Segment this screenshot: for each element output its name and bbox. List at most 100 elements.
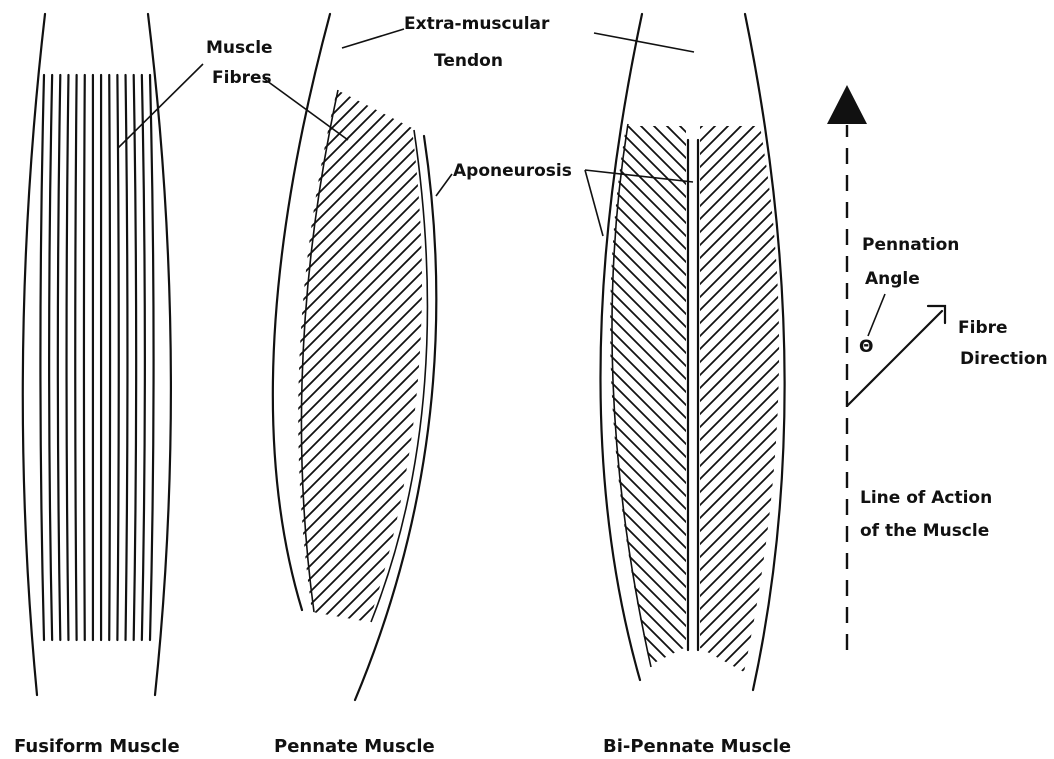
bipennate-fibre-left [355, 100, 975, 720]
label-tendon-line2: Tendon [434, 51, 503, 71]
pennate-fibre [215, 0, 915, 700]
bipennate-fibre-left [95, 100, 715, 720]
pennate-fibre [0, 0, 213, 700]
bipennate-fibre-left [56, 100, 676, 720]
bipennate-fibre-left [745, 100, 1054, 720]
fusiform-fibre [117, 75, 118, 640]
leader-tendon-left [342, 29, 404, 48]
fusiform-fibre [67, 75, 69, 640]
bipennate-fibre-left [0, 100, 533, 720]
pennate-tendon-left-inner [301, 90, 338, 612]
pennate-fibre [124, 0, 824, 700]
bipennate-fibre-right [407, 100, 1027, 720]
bipennate-fibre-left [82, 100, 702, 720]
fusiform-outline-left [23, 14, 45, 695]
pennate-fibre [163, 0, 863, 700]
line-of-action-arrowhead [827, 85, 867, 124]
bipennate-fibre-left [0, 100, 520, 720]
pennate-fibre [0, 0, 538, 700]
bipennate-fibre-right [784, 100, 1054, 720]
pennate-fibre [137, 0, 837, 700]
fusiform-muscle [23, 14, 171, 695]
pennate-fibre [0, 0, 473, 700]
pennate-fibre [0, 0, 226, 700]
pennate-fibre [228, 0, 928, 700]
bipennate-fibre-left [368, 100, 988, 720]
bipennate-fibre-right [420, 100, 1040, 720]
pennate-fibre [0, 0, 603, 700]
label-aponeurosis: Aponeurosis [453, 161, 572, 181]
bipennate-fibre-left [589, 100, 1054, 720]
fusiform-fibre [109, 75, 110, 640]
label-pennation-line1: Pennation [862, 235, 959, 255]
bipennate-fibres-right [30, 100, 1054, 720]
bipennate-fibre-left [680, 100, 1054, 720]
bipennate-fibre-left [147, 100, 767, 720]
fusiform-fibre [84, 75, 85, 640]
pennate-fibre [0, 0, 486, 700]
label-theta: Θ [859, 337, 873, 357]
bipennate-fibre-right [82, 100, 702, 720]
bipennate-fibre-left [108, 100, 728, 720]
pennate-fibre [33, 0, 733, 700]
bipennate-fibre-left [511, 100, 1054, 720]
bipennate-fibre-right [394, 100, 1014, 720]
bipennate-fibre-right [524, 100, 1054, 720]
fusiform-fibre [58, 75, 60, 640]
bipennate-fibre-left [0, 100, 585, 720]
bipennate-fibre-right [212, 100, 832, 720]
pennation-angle-inset [827, 85, 945, 650]
fusiform-fibre [150, 75, 154, 640]
bipennate-outline-left [600, 14, 642, 680]
bipennate-fibre-left [498, 100, 1054, 720]
label-tendon-line1: Extra-muscular [404, 14, 550, 34]
pennate-fibre [384, 0, 1054, 700]
bipennate-fibre-right [589, 100, 1054, 720]
bipennate-fibre-right [108, 100, 728, 720]
bipennate-fibre-right [173, 100, 793, 720]
pennate-fibre [345, 0, 1045, 700]
bipennate-fibre-right [862, 100, 1054, 720]
bipennate-fibre-right [381, 100, 1001, 720]
pennate-fibre [241, 0, 941, 700]
bipennate-fibre-left [771, 100, 1054, 720]
pennate-fibre [111, 0, 811, 700]
bipennate-fibre-right [498, 100, 1054, 720]
bipennate-fibre-right [771, 100, 1054, 720]
bipennate-fibre-left [30, 100, 650, 720]
bipennate-fibre-right [56, 100, 676, 720]
bipennate-fibre-right [30, 100, 650, 720]
fusiform-fibre [49, 75, 52, 640]
bipennate-fibre-left [4, 100, 624, 720]
caption-bipennate: Bi-Pennate Muscle [603, 736, 791, 757]
label-fibre-direction-line2: Direction [960, 349, 1048, 369]
label-muscle-fibres-line1: Muscle [206, 38, 273, 58]
bipennate-fibre-left [0, 100, 598, 720]
fusiform-fibres [40, 75, 153, 640]
bipennate-fibre-left [706, 100, 1054, 720]
bipennate-fibre-left [784, 100, 1054, 720]
pennate-fibre [358, 0, 1054, 700]
bipennate-fibre-right [875, 100, 1054, 720]
bipennate-fibre-left [732, 100, 1054, 720]
bipennate-fibre-right [433, 100, 1053, 720]
bipennate-fibre-left [758, 100, 1054, 720]
bipennate-fibre-right [628, 100, 1054, 720]
bipennate-fibre-right [186, 100, 806, 720]
bipennate-fibre-right [823, 100, 1054, 720]
bipennate-fibre-left [628, 100, 1054, 720]
bipennate-fibre-left [797, 100, 1054, 720]
fusiform-fibre [142, 75, 145, 640]
bipennate-fibre-right [810, 100, 1054, 720]
bipennate-fibre-right [446, 100, 1054, 720]
bipennate-outline-right [745, 14, 785, 690]
fusiform-fibre [40, 75, 44, 640]
bipennate-fibre-left [446, 100, 1054, 720]
pennate-fibre [0, 0, 629, 700]
pennate-fibre [0, 0, 590, 700]
bipennate-fibre-right [836, 100, 1054, 720]
bipennate-fibres-left [0, 100, 1054, 720]
bipennate-fibre-right [745, 100, 1054, 720]
bipennate-fibre-right [472, 100, 1054, 720]
label-muscle-fibres-line2: Fibres [212, 68, 272, 88]
